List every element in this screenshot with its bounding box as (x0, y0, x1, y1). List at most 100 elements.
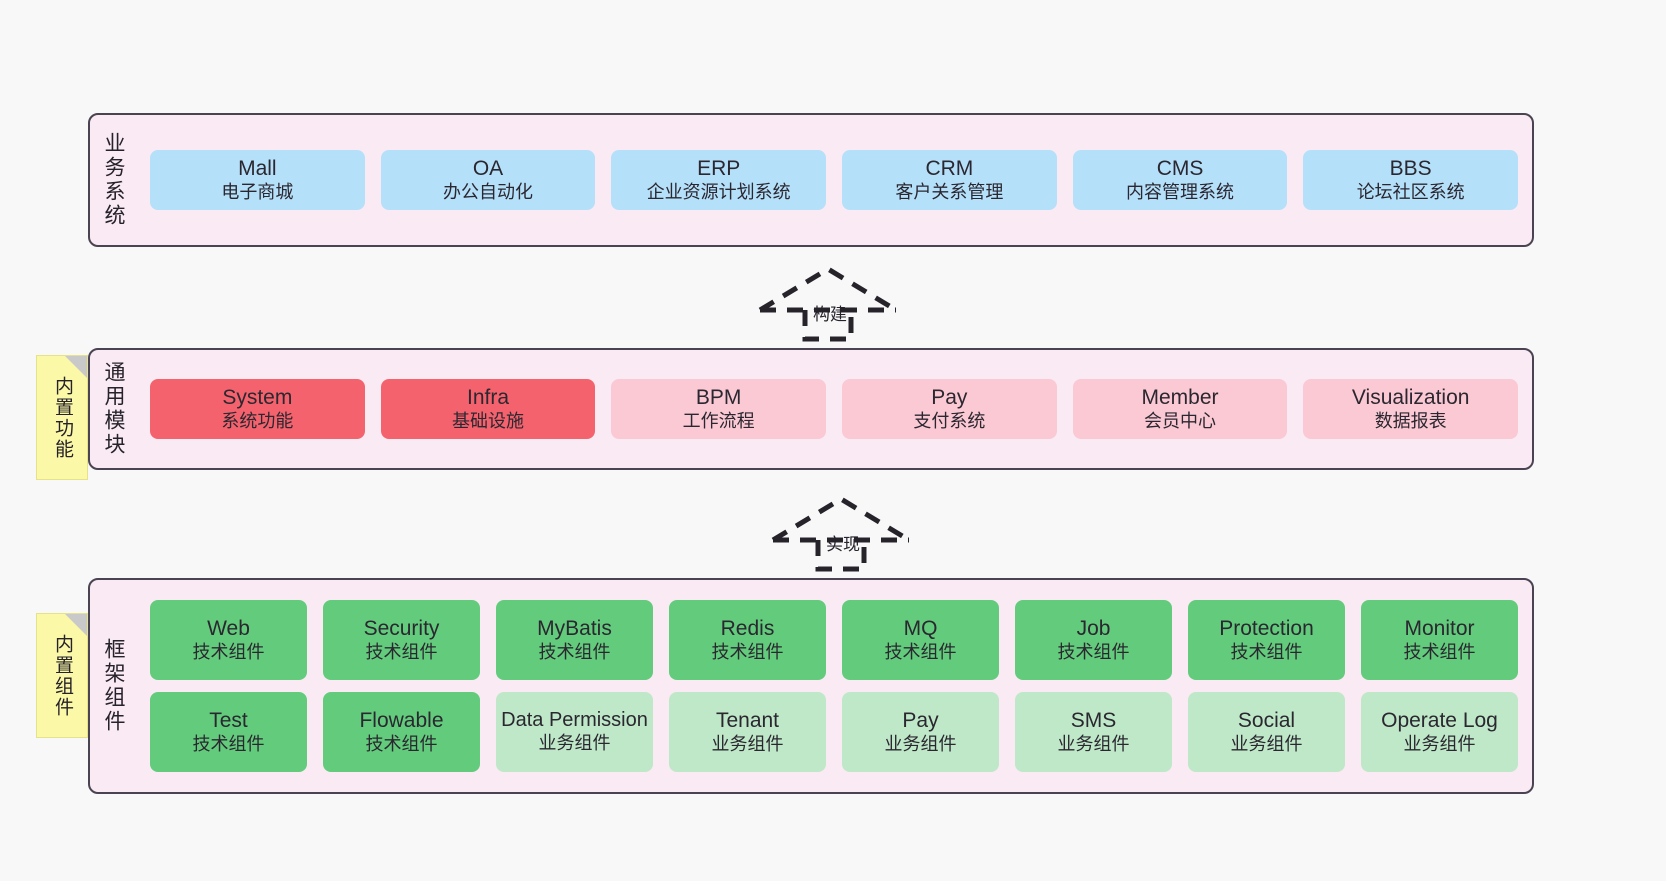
card-bbs[interactable]: BBS 论坛社区系统 (1303, 150, 1519, 210)
sticky-note-builtin-component: 内置组件 (36, 613, 88, 738)
card-bpm[interactable]: BPM 工作流程 (611, 379, 827, 439)
card-title: Security (363, 617, 440, 641)
card-mq[interactable]: MQ 技术组件 (842, 600, 999, 680)
card-operate-log[interactable]: Operate Log 业务组件 (1361, 692, 1518, 772)
card-pay-business[interactable]: Pay 业务组件 (842, 692, 999, 772)
card-sms[interactable]: SMS 业务组件 (1015, 692, 1172, 772)
card-subtitle: 技术组件 (365, 641, 438, 662)
arrow-implement-label: 实现 (826, 535, 860, 554)
card-title: MQ (903, 617, 938, 641)
card-title: Job (1076, 617, 1111, 641)
card-subtitle: 业务组件 (711, 733, 784, 754)
card-subtitle: 论坛社区系统 (1356, 181, 1465, 202)
card-test[interactable]: Test 技术组件 (150, 692, 307, 772)
card-title: Pay (902, 709, 939, 733)
card-erp[interactable]: ERP 企业资源计划系统 (611, 150, 827, 210)
card-subtitle: 技术组件 (192, 641, 265, 662)
card-cms[interactable]: CMS 内容管理系统 (1072, 150, 1288, 210)
card-crm[interactable]: CRM 客户关系管理 (842, 150, 1057, 210)
card-mall[interactable]: Mall 电子商城 (150, 150, 365, 210)
card-subtitle: 业务组件 (884, 733, 957, 754)
card-subtitle: 技术组件 (538, 641, 611, 662)
card-subtitle: 技术组件 (1230, 641, 1303, 662)
card-infra[interactable]: Infra 基础设施 (380, 379, 596, 439)
arrow-build: 构建 (757, 262, 903, 342)
card-title: Infra (466, 386, 510, 410)
card-flowable[interactable]: Flowable 技术组件 (323, 692, 480, 772)
card-title: System (222, 386, 293, 410)
layer-body-framework-component: Web 技术组件 Security 技术组件 MyBatis 技术组件 Redi… (136, 580, 1532, 792)
card-subtitle: 技术组件 (192, 733, 265, 754)
card-monitor[interactable]: Monitor 技术组件 (1361, 600, 1518, 680)
card-title: CMS (1156, 157, 1204, 181)
card-data-permission[interactable]: Data Permission 业务组件 (496, 692, 653, 772)
card-title: Social (1237, 709, 1296, 733)
card-oa[interactable]: OA 办公自动化 (380, 150, 596, 210)
card-subtitle: 客户关系管理 (895, 181, 1004, 202)
layer-title-text: 通用模块 (102, 361, 126, 457)
layer-title-text: 框架组件 (102, 638, 126, 734)
card-subtitle: 技术组件 (1057, 641, 1130, 662)
arrow-build-glyph (758, 266, 898, 342)
card-title: SMS (1070, 709, 1117, 733)
card-member[interactable]: Member 会员中心 (1072, 379, 1288, 439)
card-pay[interactable]: Pay 支付系统 (842, 379, 1057, 439)
card-system[interactable]: System 系统功能 (150, 379, 365, 439)
arrow-implement: 实现 (770, 492, 916, 572)
card-title: BPM (695, 386, 742, 410)
sticky-fold-corner (65, 356, 87, 378)
card-title: Protection (1219, 617, 1314, 641)
card-title: Web (207, 617, 250, 641)
card-social[interactable]: Social 业务组件 (1188, 692, 1345, 772)
card-subtitle: 数据报表 (1374, 410, 1447, 431)
arrow-implement-glyph (771, 496, 911, 572)
layer-business-system: 业务系统 Mall 电子商城 OA 办公自动化 ERP 企业资源计划系统 CRM (88, 113, 1534, 247)
card-subtitle: 系统功能 (221, 410, 294, 431)
sticky-note-text: 内置组件 (51, 633, 73, 718)
card-subtitle: 内容管理系统 (1126, 181, 1235, 202)
layer-title-text: 业务系统 (102, 132, 126, 228)
card-subtitle: 技术组件 (365, 733, 438, 754)
layer-title-common-module: 通用模块 (90, 350, 136, 468)
card-title: ERP (697, 157, 741, 181)
card-title: Mall (238, 157, 277, 181)
card-title: Visualization (1351, 386, 1470, 410)
layer-common-module: 通用模块 System 系统功能 Infra 基础设施 BPM 工作流程 Pay (88, 348, 1534, 470)
card-row: Web 技术组件 Security 技术组件 MyBatis 技术组件 Redi… (150, 600, 1518, 680)
card-row: Test 技术组件 Flowable 技术组件 Data Permission … (150, 692, 1518, 772)
sticky-note-text: 内置功能 (51, 375, 73, 460)
card-title: BBS (1389, 157, 1432, 181)
sticky-note-builtin-function: 内置功能 (36, 355, 88, 480)
card-subtitle: 业务组件 (538, 732, 611, 753)
card-security[interactable]: Security 技术组件 (323, 600, 480, 680)
card-title: Redis (720, 617, 775, 641)
card-subtitle: 业务组件 (1057, 733, 1130, 754)
card-subtitle: 工作流程 (682, 410, 755, 431)
card-subtitle: 办公自动化 (443, 181, 533, 202)
card-title: Monitor (1404, 617, 1475, 641)
card-subtitle: 支付系统 (913, 410, 986, 431)
card-title: Flowable (359, 709, 444, 733)
card-title: Operate Log (1381, 709, 1498, 733)
card-title: Pay (931, 386, 968, 410)
card-job[interactable]: Job 技术组件 (1015, 600, 1172, 680)
card-mybatis[interactable]: MyBatis 技术组件 (496, 600, 653, 680)
card-protection[interactable]: Protection 技术组件 (1188, 600, 1345, 680)
sticky-fold-corner (65, 614, 87, 636)
arrow-build-label: 构建 (813, 305, 847, 324)
card-redis[interactable]: Redis 技术组件 (669, 600, 826, 680)
layer-title-business-system: 业务系统 (90, 115, 136, 245)
card-title: Data Permission (501, 709, 648, 732)
layer-body-common-module: System 系统功能 Infra 基础设施 BPM 工作流程 Pay 支付系统… (136, 350, 1532, 468)
card-title: OA (472, 157, 504, 181)
card-title: Test (209, 709, 248, 733)
card-subtitle: 技术组件 (1403, 641, 1476, 662)
card-web[interactable]: Web 技术组件 (150, 600, 307, 680)
card-row: Mall 电子商城 OA 办公自动化 ERP 企业资源计划系统 CRM 客户关系… (150, 150, 1519, 210)
card-subtitle: 技术组件 (711, 641, 784, 662)
card-subtitle: 业务组件 (1403, 733, 1476, 754)
card-subtitle: 技术组件 (884, 641, 957, 662)
card-visualization[interactable]: Visualization 数据报表 (1303, 379, 1519, 439)
card-tenant[interactable]: Tenant 业务组件 (669, 692, 826, 772)
